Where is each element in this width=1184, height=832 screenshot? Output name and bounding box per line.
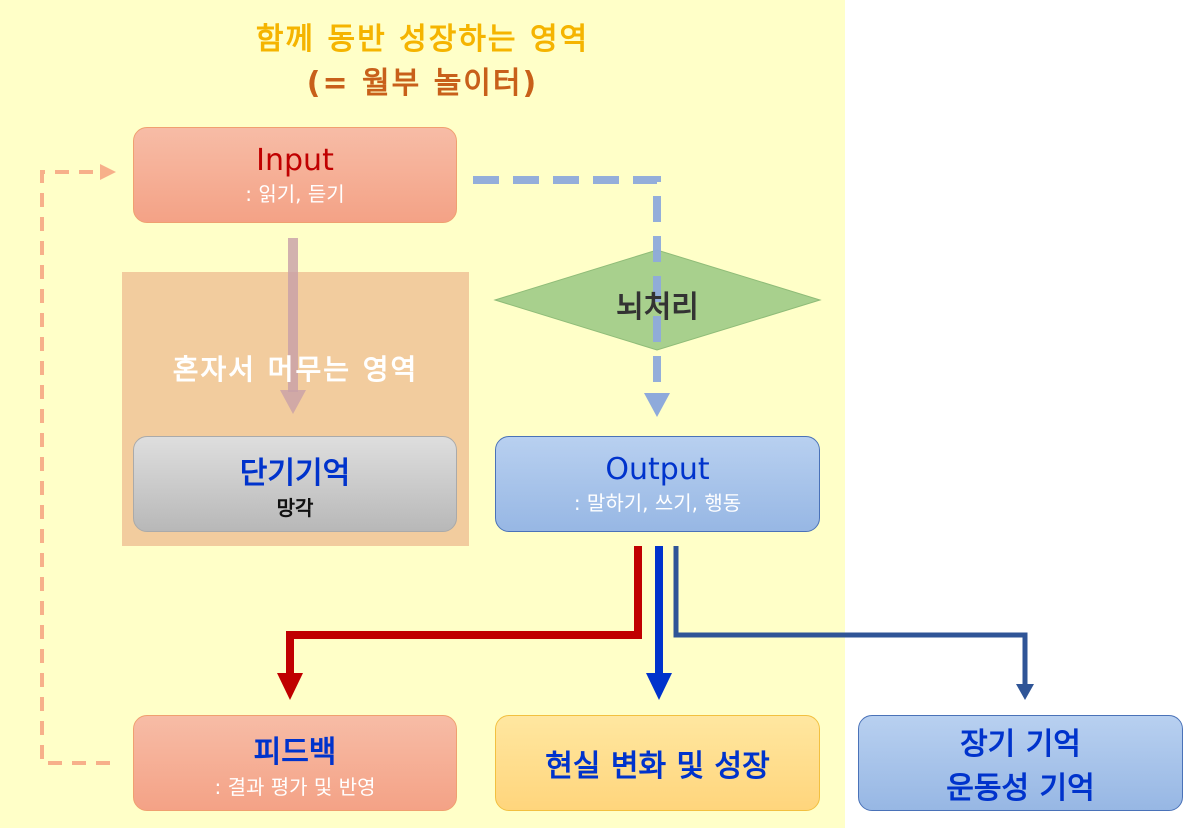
long-term-line1: 장기 기억 [960, 727, 1081, 762]
feedback-title: 피드백 [253, 734, 337, 770]
input-title: Input [256, 143, 334, 178]
growth-title: 현실 변화 및 성장 [545, 749, 770, 784]
output-box: Output : 말하기, 쓰기, 행동 [495, 436, 820, 532]
zone-title: 함께 동반 성장하는 영역 [255, 22, 590, 57]
feedback-loop-arrow [40, 170, 110, 765]
long-term-memory-box: 장기 기억 운동성 기억 [858, 715, 1183, 811]
output-to-longterm-arrow [673, 546, 1028, 685]
feedback-loop-arrowhead [100, 164, 116, 180]
feedback-sub: : 결과 평가 및 반영 [214, 774, 376, 799]
short-term-sub: 망각 [276, 495, 314, 520]
solo-zone-label: 혼자서 머무는 영역 [172, 353, 419, 386]
output-title: Output [605, 452, 710, 487]
brain-label: 뇌처리 [616, 290, 699, 325]
input-to-output-arrow [473, 176, 661, 395]
short-term-memory-box: 단기기억 망각 [133, 436, 457, 532]
growth-box: 현실 변화 및 성장 [495, 715, 820, 811]
long-term-line2: 운동성 기억 [946, 771, 1095, 806]
input-box: Input : 읽기, 듣기 [133, 127, 457, 223]
input-sub: : 읽기, 듣기 [245, 182, 345, 206]
output-to-feedback-arrow [286, 546, 642, 675]
output-sub: : 말하기, 쓰기, 행동 [573, 491, 742, 515]
short-term-title: 단기기억 [239, 455, 351, 491]
feedback-box: 피드백 : 결과 평가 및 반영 [133, 715, 457, 811]
zone-subtitle: (= 월부 놀이터) [306, 66, 539, 101]
